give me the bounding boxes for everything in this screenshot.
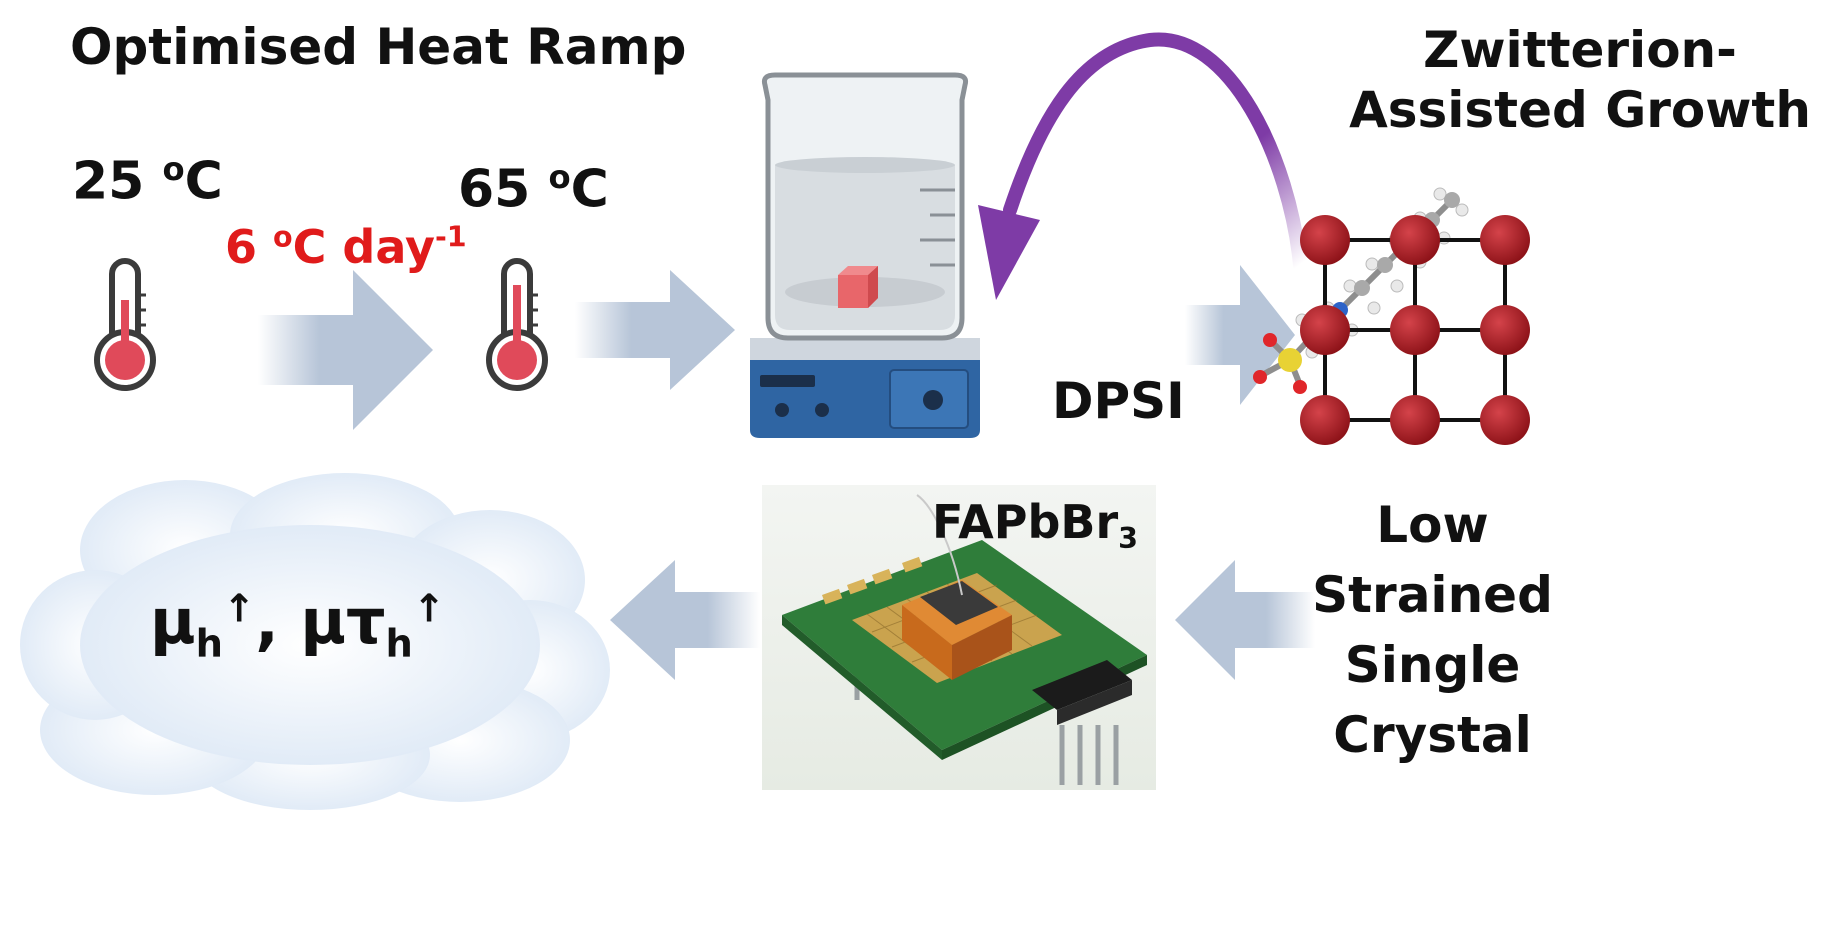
arrow-to-device [1175, 560, 1315, 680]
crystal-label-line-3: Single [1344, 636, 1521, 694]
zwitterion-line-2: Assisted Growth [1349, 81, 1811, 139]
result-mu-arrow: ↑ [222, 586, 256, 632]
end-temp-degree: o [548, 158, 571, 196]
device-label-subscript: 3 [1118, 522, 1138, 556]
arrow-ramp [258, 270, 433, 430]
title: Optimised Heat Ramp [70, 18, 687, 76]
result-formula: μh↑, μτh↑ [150, 585, 445, 666]
ramp-rate-degree: o [273, 220, 293, 254]
end-temp-unit: C [570, 159, 609, 220]
ramp-rate-text: C day [292, 220, 435, 274]
additive-label: DPSI [1052, 372, 1185, 430]
start-temp-unit: C [184, 151, 223, 212]
arrow-to-beaker [575, 270, 735, 390]
device-photo: FAPbBr3 [762, 485, 1156, 790]
crystal-lattice-icon [1300, 215, 1530, 445]
zwitterion-label: Zwitterion- Assisted Growth [1310, 20, 1845, 140]
crystal-label-line-4: Crystal [1333, 706, 1532, 764]
start-temp-value: 25 [72, 151, 163, 212]
thermometer-icon-start [94, 258, 156, 391]
result-mu: μ [150, 585, 196, 658]
start-temperature: 25 oC [72, 150, 223, 211]
result-mu-subscript: h [195, 621, 223, 667]
thermometer-icon-end [486, 258, 548, 391]
device-label: FAPbBr3 [932, 495, 1138, 555]
crystal-label: Low Strained Single Crystal [1300, 490, 1565, 770]
ramp-rate-value: 6 [225, 220, 274, 274]
result-mutau: μτ [300, 585, 386, 658]
beaker-hotplate-icon [750, 72, 980, 438]
zwitterion-line-1: Zwitterion- [1423, 21, 1737, 79]
result-mutau-arrow: ↑ [412, 586, 446, 632]
ramp-rate-exponent: -1 [434, 220, 467, 254]
crystal-label-line-1: Low [1376, 496, 1489, 554]
device-label-base: FAPbBr [932, 495, 1119, 549]
result-cloud [20, 473, 610, 810]
end-temperature: 65 oC [458, 158, 609, 219]
result-comma: , [255, 585, 301, 658]
detector-device-icon [782, 494, 1147, 785]
crystal-label-line-2: Strained [1312, 566, 1553, 624]
start-temp-degree: o [162, 150, 185, 188]
end-temp-value: 65 [458, 159, 549, 220]
arrow-to-result [610, 560, 760, 680]
ramp-rate: 6 oC day-1 [225, 220, 467, 274]
result-mutau-subscript: h [385, 621, 413, 667]
